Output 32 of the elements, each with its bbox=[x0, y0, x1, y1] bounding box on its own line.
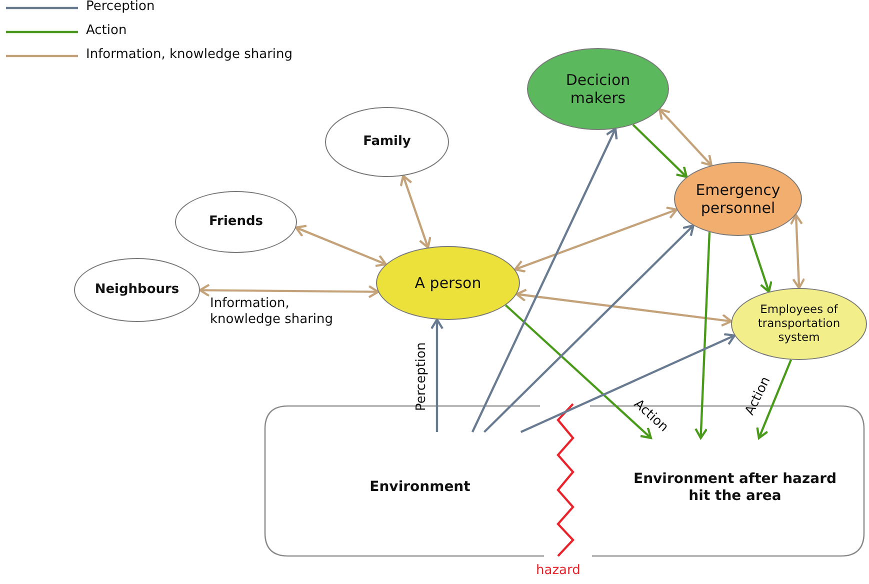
arrow bbox=[749, 234, 772, 293]
node-label: Environment bbox=[370, 478, 470, 496]
node-label: Friends bbox=[208, 214, 264, 230]
legend-label: Perception bbox=[86, 0, 155, 14]
ellipse-node bbox=[674, 162, 802, 236]
arrow bbox=[294, 224, 387, 268]
node-label: Decicion makers bbox=[564, 71, 632, 107]
node-label: Employees of transportation system bbox=[756, 303, 842, 345]
legend-label: Information, knowledge sharing bbox=[86, 47, 293, 62]
arrow bbox=[483, 224, 694, 433]
arrow bbox=[516, 288, 732, 327]
arrow bbox=[694, 232, 711, 440]
hazard-label: hazard bbox=[536, 563, 580, 578]
node-label: A person bbox=[414, 274, 482, 292]
node-label: Emergency personnel bbox=[694, 181, 782, 217]
legend-label: Action bbox=[86, 23, 127, 38]
arrow bbox=[790, 214, 806, 290]
arrow bbox=[658, 108, 713, 166]
edge-label: Information, knowledge sharing bbox=[210, 296, 334, 328]
arrow bbox=[514, 206, 678, 273]
arrow bbox=[504, 304, 652, 440]
arrow bbox=[198, 284, 380, 298]
arrow bbox=[520, 333, 736, 433]
arrow bbox=[430, 318, 444, 432]
arrow bbox=[400, 174, 432, 249]
node-label: Family bbox=[363, 134, 411, 150]
arrow bbox=[632, 124, 688, 178]
edge-label: Perception bbox=[414, 341, 429, 412]
arrow bbox=[471, 128, 618, 432]
arrow bbox=[756, 359, 792, 440]
node-label: Environment after hazard hit the area bbox=[632, 471, 838, 505]
node-label: Neighbours bbox=[94, 282, 180, 298]
